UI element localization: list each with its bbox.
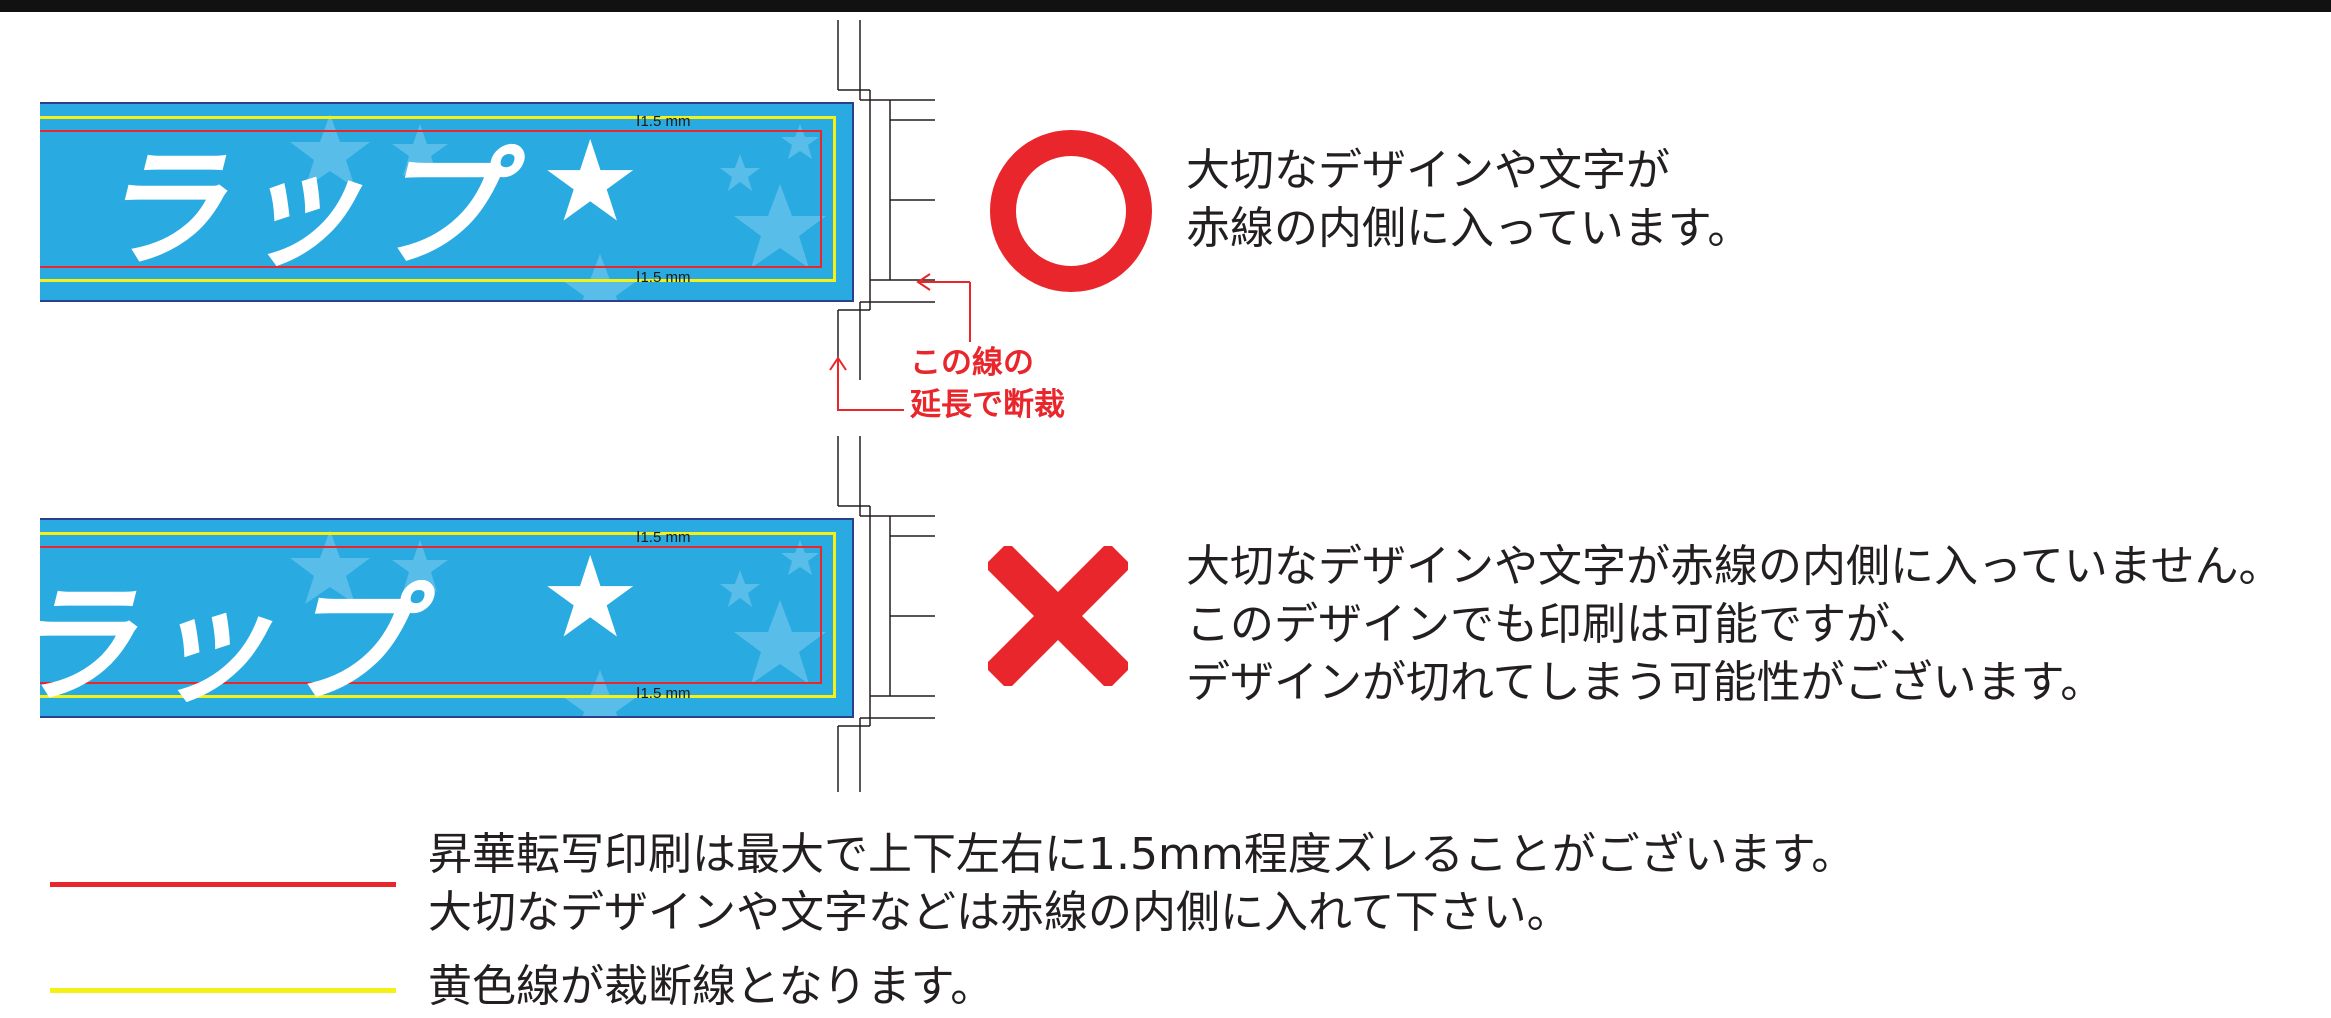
legend-red-text: 昇華転写印刷は最大で上下左右に1.5mm程度ズレることがございます。 大切なデザ… (428, 826, 1855, 942)
legend-yellow-line (50, 988, 396, 993)
top-border-bar (0, 0, 2331, 12)
logo-text: ラップ (87, 133, 540, 285)
crop-marks-good (837, 20, 935, 380)
bg-star-icon (720, 154, 760, 191)
legend-red-line (50, 882, 396, 887)
banner-background-stars (290, 530, 826, 716)
trim-line-yellow (40, 116, 836, 282)
good-message: 大切なデザインや文字が 赤線の内側に入っています。 (1186, 142, 1751, 258)
safe-line-red (40, 546, 822, 684)
cut-arrows (829, 273, 971, 411)
bg-star-icon (734, 184, 826, 268)
legend-red-line-2: 大切なデザインや文字などは赤線の内側に入れて下さい。 (428, 887, 1571, 938)
bad-message-line-1: 大切なデザインや文字が赤線の内側に入っていません。 (1186, 541, 2283, 592)
bg-star-icon (392, 540, 448, 592)
good-message-line-2: 赤線の内側に入っています。 (1186, 203, 1752, 254)
bg-star-icon (392, 124, 448, 176)
legend-red-line-1: 昇華転写印刷は最大で上下左右に1.5mm程度ズレることがございます。 (428, 829, 1856, 880)
bg-star-icon (562, 254, 638, 300)
bg-star-icon (734, 600, 826, 684)
star-icon: ★ (540, 533, 641, 663)
bg-star-icon (562, 670, 638, 716)
margin-top-label: Ⅰ1.5 mm (636, 529, 691, 546)
safe-line-red (40, 130, 822, 268)
crop-marks-bad (837, 436, 935, 792)
bg-star-icon (290, 530, 370, 604)
margin-bottom-label: Ⅰ1.5 mm (636, 685, 691, 702)
bg-star-icon (781, 540, 819, 575)
legend-yellow-text: 黄色線が裁断線となります。 (428, 961, 995, 1012)
bg-star-icon (290, 114, 370, 188)
cut-note-line-1: この線の (910, 345, 1034, 381)
banner-bad-example: ラップ ★ Ⅰ1.5 mm Ⅰ1.5 mm (40, 518, 854, 718)
good-message-line-1: 大切なデザインや文字が (1186, 145, 1670, 196)
circle-ok-icon (990, 130, 1152, 292)
bg-star-icon (720, 570, 760, 607)
star-icon: ★ (540, 117, 641, 247)
cut-note-line-2: 延長で断裁 (910, 387, 1065, 423)
banner-background-stars (290, 114, 826, 300)
cut-note: この線の 延長で断裁 (910, 342, 1065, 426)
bg-star-icon (781, 124, 819, 159)
bad-message-line-2: このデザインでも印刷は可能ですが、 (1186, 599, 1934, 650)
banner-good-example: ラップ ★ Ⅰ1.5 mm Ⅰ1.5 mm (40, 102, 854, 302)
trim-line-yellow (40, 532, 836, 698)
bad-message-line-3: デザインが切れてしまう可能性がございます。 (1186, 657, 2105, 708)
bad-message: 大切なデザインや文字が赤線の内側に入っていません。 このデザインでも印刷は可能で… (1186, 538, 2282, 712)
cross-ng-icon (988, 546, 1128, 686)
logo-text: ラップ (40, 569, 450, 718)
margin-top-label: Ⅰ1.5 mm (636, 113, 691, 130)
margin-bottom-label: Ⅰ1.5 mm (636, 269, 691, 286)
